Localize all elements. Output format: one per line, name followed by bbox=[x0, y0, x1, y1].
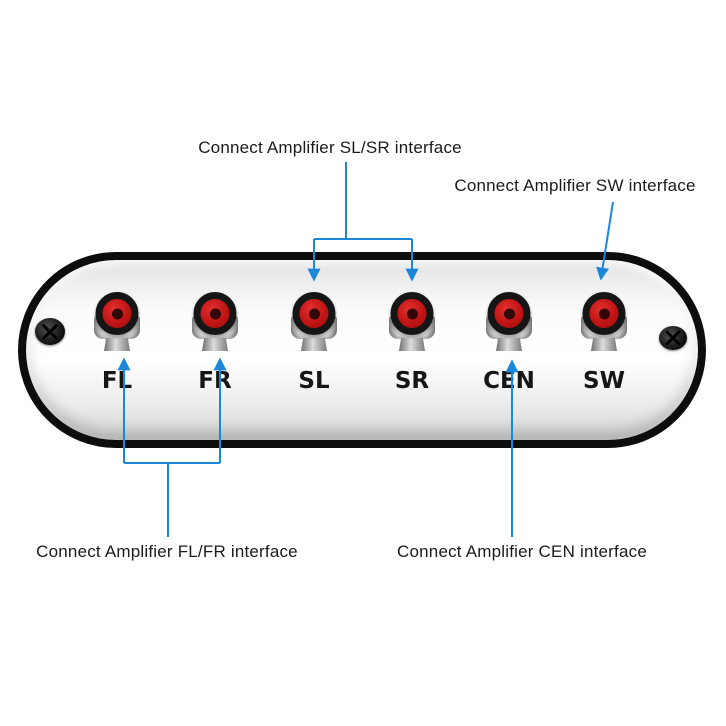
rca-jack-hole bbox=[598, 308, 610, 319]
annotation-slsr: Connect Amplifier SL/SR interface bbox=[198, 138, 462, 157]
rca-jack-face bbox=[487, 292, 531, 335]
jack-label-fr: FR bbox=[198, 368, 232, 394]
jack-label-sr: SR bbox=[394, 368, 430, 394]
rca-jack-face bbox=[390, 292, 434, 335]
rca-jack-sw: SW bbox=[576, 292, 632, 404]
rca-jack-hole bbox=[406, 308, 418, 319]
annotation-sw: Connect Amplifier SW interface bbox=[454, 176, 696, 195]
rca-jack-stem bbox=[104, 338, 130, 351]
rca-jack-hole bbox=[209, 308, 221, 319]
rca-jack-fl: FL bbox=[89, 292, 145, 404]
rca-jack-hole bbox=[503, 308, 515, 319]
rca-jack-stem bbox=[202, 338, 228, 351]
rca-jack-face bbox=[582, 292, 626, 335]
rca-jack-sr: SR bbox=[384, 292, 440, 404]
jack-label-sw: SW bbox=[583, 368, 625, 394]
rca-jack-cen: CEN bbox=[481, 292, 537, 404]
rca-jack-stem bbox=[496, 338, 522, 351]
rca-jack-stem bbox=[301, 338, 327, 351]
rca-jack-face bbox=[95, 292, 139, 335]
rca-jack-face bbox=[292, 292, 336, 335]
rca-jack-stem bbox=[399, 338, 425, 351]
screw-right-icon bbox=[659, 326, 687, 350]
rca-jack-sl: SL bbox=[286, 292, 342, 404]
screw-left-icon bbox=[35, 318, 65, 345]
annotation-cen: Connect Amplifier CEN interface bbox=[397, 542, 647, 561]
jack-label-fl: FL bbox=[101, 368, 133, 394]
rca-jack-hole bbox=[308, 308, 320, 319]
rca-jack-face bbox=[193, 292, 237, 335]
rca-jack-fr: FR bbox=[187, 292, 243, 404]
annotation-flfr: Connect Amplifier FL/FR interface bbox=[36, 542, 298, 561]
jack-label-cen: CEN bbox=[483, 368, 535, 394]
jack-label-sl: SL bbox=[298, 368, 330, 394]
rca-jack-stem bbox=[591, 338, 617, 351]
rca-jack-hole bbox=[111, 308, 123, 319]
